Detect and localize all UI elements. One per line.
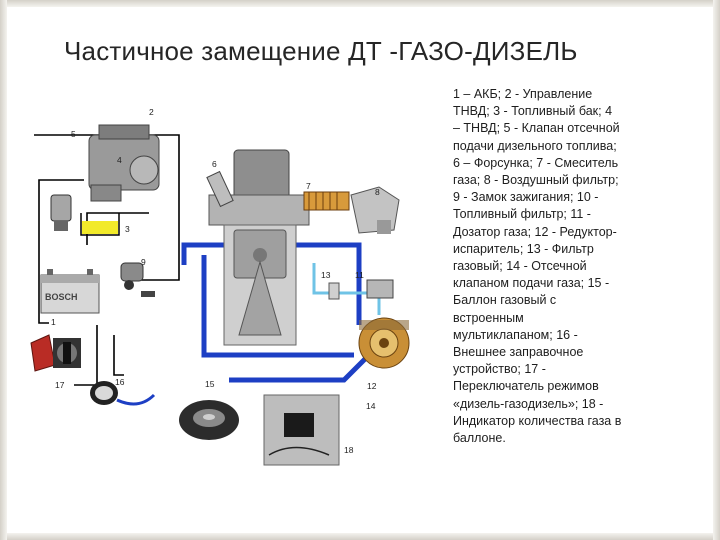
gas-cylinder [179,400,239,440]
wire-lock [113,335,124,376]
label-14: 14 [366,401,376,411]
slide-border-bottom [0,533,720,540]
reducer-evaporator [358,317,410,369]
label-3: 3 [125,224,130,234]
gas-diesel-system-diagram: BOSCH [29,95,415,467]
label-13: 13 [321,270,331,280]
label-8: 8 [375,187,380,197]
label-18: 18 [344,445,354,455]
fuel-tank [80,213,120,236]
label-2: 2 [149,107,154,117]
label-7: 7 [306,181,311,191]
gas-line-lower [201,255,354,358]
fuel-filter [50,194,72,231]
air-filter [350,186,400,234]
mode-switch [30,334,81,372]
gas-mixer [303,191,350,211]
gas-line-mixer [181,242,204,265]
label-16: 16 [115,377,125,387]
slide-border-right [713,0,720,540]
label-5: 5 [71,129,76,139]
fuel-line-doser [312,263,381,315]
label-9: 9 [141,257,146,267]
part-number-labels: 2 3 4 5 6 7 8 9 1 11 13 12 14 15 16 17 1… [51,107,380,455]
wire-pump-left [38,179,84,275]
label-6: 6 [212,159,217,169]
slide-border-left [0,0,7,540]
slide-border-top [0,0,720,7]
label-1: 1 [51,317,56,327]
wire-to-battery [38,275,49,324]
gas-line-cylinder [229,353,371,383]
label-4: 4 [117,155,122,165]
label-15: 15 [205,379,215,389]
gas-filter [328,282,340,300]
gas-doser [366,279,394,299]
battery: BOSCH [40,269,100,314]
ignition-lock [120,262,155,297]
component-legend: 1 – АКБ; 2 - Управление ТНВД; 3 - Топлив… [453,87,622,446]
injector [206,170,234,208]
label-17: 17 [55,380,65,390]
battery-brand-label: BOSCH [45,292,78,302]
slide-title: Частичное замещение ДТ -ГАЗО-ДИЗЕЛЬ [64,36,578,66]
fuel-return-lines [312,263,381,315]
high-pressure-fuel-pump [88,124,160,202]
external-filling-device [90,381,156,406]
label-11: 11 [355,270,364,280]
gas-level-indicator [263,394,340,466]
label-12: 12 [367,381,377,391]
